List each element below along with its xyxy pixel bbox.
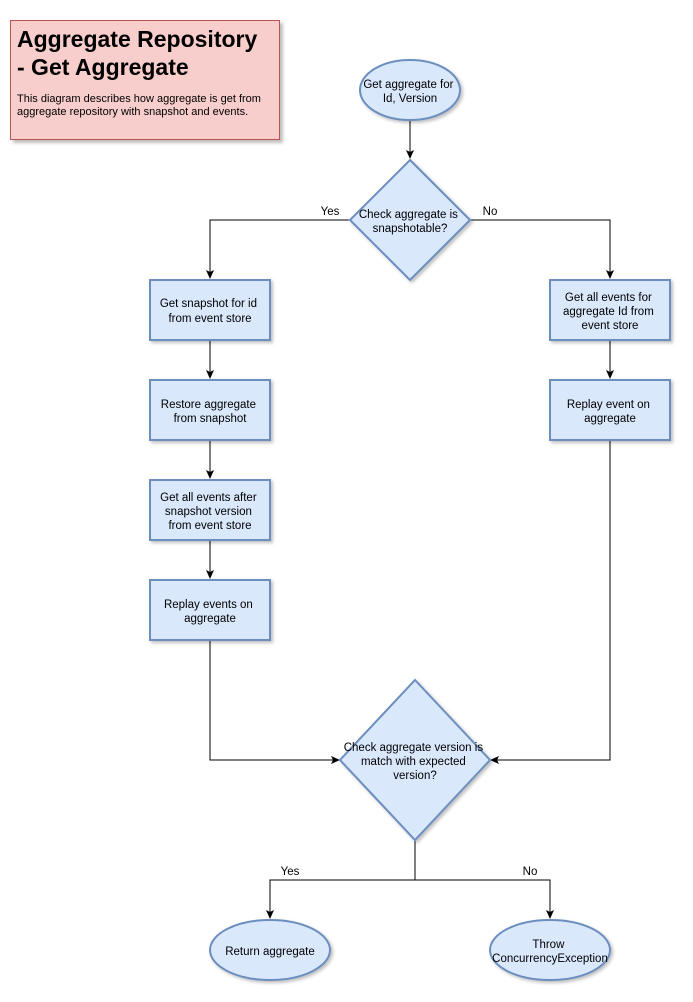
node-restore-shape (149, 379, 271, 441)
node-return-shape (209, 919, 331, 981)
node-replay-event-label: Replay event on aggregate (567, 399, 653, 425)
diagram-title: Aggregate Repository - Get Aggregate (17, 26, 258, 80)
node-decision-snapshot-label: Check aggregate is snapshotable? (359, 209, 461, 235)
node-labels: Get aggregate for Id, Version Check aggr… (160, 79, 657, 965)
node-replay-event-shape (549, 379, 671, 441)
node-decision-snapshot-shape (348, 158, 472, 282)
node-return-label: Return aggregate (225, 946, 315, 958)
node-all-events-label: Get all events for aggregate Id from eve… (563, 292, 657, 332)
nodes (149, 59, 671, 981)
edge-label-snapshot-no: No (483, 206, 498, 218)
edge-no-to-all-events (470, 219, 614, 279)
node-decision-version-label: Check aggregate version is match with ex… (344, 742, 487, 782)
edge-label-version-no: No (523, 866, 538, 878)
node-throw-shape (489, 919, 611, 981)
node-throw-label: Throw ConcurrencyException (492, 939, 608, 965)
node-get-snapshot-shape (149, 279, 271, 341)
node-get-snapshot-label: Get snapshot for id from event store (160, 298, 260, 325)
edge-labels: Yes No Yes No (278, 203, 541, 878)
node-replay-events-label: Replay events on aggregate (164, 599, 256, 625)
node-restore-label: Restore aggregate from snapshot (161, 399, 259, 425)
node-events-after-label: Get all events after snapshot version fr… (160, 492, 260, 532)
node-events-after-shape (149, 479, 271, 541)
edge-replay-to-version-check (209, 641, 340, 764)
node-start-label: Get aggregate for Id, Version (363, 79, 456, 105)
node-start-shape (359, 59, 461, 121)
diagram-description: This diagram describes how aggregate is … (17, 93, 261, 118)
node-replay-events-shape (149, 579, 271, 641)
edge-version-no-to-throw (415, 879, 554, 919)
node-decision-version-shape (338, 678, 492, 842)
node-all-events-shape (549, 279, 671, 341)
edges (206, 121, 614, 919)
diagram-title-note: Aggregate Repository - Get Aggregate Thi… (10, 20, 280, 140)
edge-replay-event-to-version-check (490, 441, 611, 764)
edge-yes-to-get-snapshot (206, 219, 350, 279)
edge-version-yes-to-return (266, 840, 416, 919)
edge-label-snapshot-yes: Yes (321, 206, 340, 218)
edge-label-version-yes: Yes (281, 866, 300, 878)
